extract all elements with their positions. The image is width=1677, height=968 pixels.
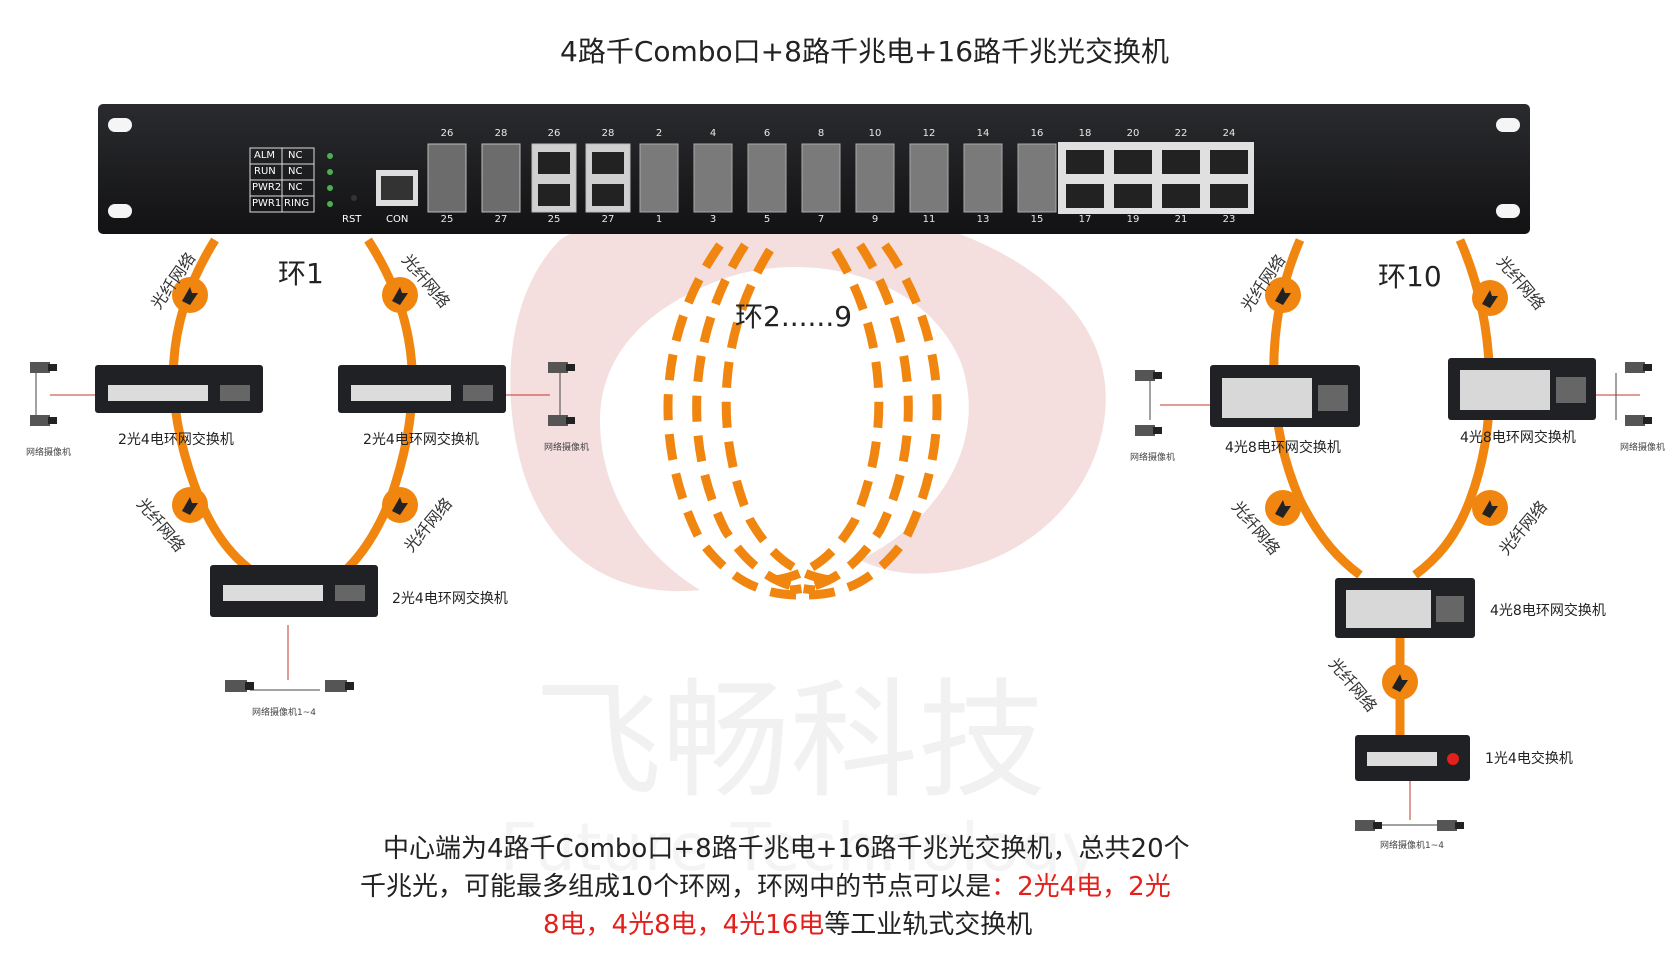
status-label-pwr2: PWR2 — [252, 182, 282, 193]
port-number: 10 — [868, 128, 882, 139]
watermark-en: Future Technology — [500, 809, 1101, 886]
description-line-3: 8电，4光8电，4光16电等工业轨式交换机 — [543, 906, 1032, 944]
port-number: 6 — [763, 128, 771, 139]
port-number: 14 — [976, 128, 990, 139]
description-text: 等工业轨式交换机 — [824, 910, 1033, 940]
ring-mid-dashed — [774, 247, 884, 585]
port-number: 26 — [440, 128, 454, 139]
port-number: 8 — [817, 128, 825, 139]
switch-4g8e-icon — [1210, 365, 1360, 427]
port-number: 20 — [1126, 128, 1140, 139]
status-label-alm: ALM — [254, 150, 276, 161]
port-number: 25 — [440, 214, 454, 225]
device-label: 1光4电交换机 — [1485, 751, 1573, 767]
camera-label: 网络摄像机 — [26, 448, 72, 458]
device-label: 2光4电环网交换机 — [363, 432, 479, 448]
port-number: 15 — [1030, 214, 1044, 225]
core-switch-body — [98, 104, 1530, 234]
port-number: 3 — [709, 214, 717, 225]
port-number: 4 — [709, 128, 717, 139]
fiber-arrow-icon — [382, 277, 418, 313]
device-label: 4光8电环网交换机 — [1460, 430, 1576, 446]
camera-icons — [30, 362, 1652, 831]
description-text: 千兆光，可能最多组成10个环网，环网中的节点可以是 — [360, 872, 992, 902]
ring1-label: 环1 — [278, 257, 324, 290]
port-number: 24 — [1222, 128, 1236, 139]
page-title: 4路千Combo口+8路千兆电+16路千兆光交换机 — [560, 35, 1170, 68]
port-number: 9 — [871, 214, 879, 225]
fiber-arrow-icon — [1472, 490, 1508, 526]
ring-mid-dashed — [721, 247, 831, 585]
port-number: 22 — [1174, 128, 1188, 139]
device-label: 2光4电环网交换机 — [118, 432, 234, 448]
port-number: 2 — [655, 128, 663, 139]
device-label: 2光4电环网交换机 — [392, 591, 508, 607]
ring-mid-dashed — [804, 242, 942, 600]
port-number: 26 — [547, 128, 561, 139]
description-highlight: 8电，4光8电，4光16电 — [543, 910, 825, 940]
fiber-arrow-icon — [1265, 490, 1301, 526]
fiber-arrow-icon — [172, 487, 208, 523]
port-number: 1 — [655, 214, 663, 225]
fiber-badges — [172, 277, 1508, 700]
camera-group-label: 网络摄像机1~4 — [1380, 841, 1444, 851]
port-number: 21 — [1174, 214, 1188, 225]
port-number: 5 — [763, 214, 771, 225]
status-value-3: NC — [288, 182, 303, 193]
camera-label: 网络摄像机 — [1130, 453, 1176, 463]
status-label-run: RUN — [254, 166, 276, 177]
description-line-1: 中心端为4路千Combo口+8路千兆电+16路千兆光交换机，总共20个 — [383, 830, 1190, 868]
port-number: 28 — [601, 128, 615, 139]
fiber-arrow-icon — [1265, 277, 1301, 313]
fiber-arrow-icon — [1472, 280, 1508, 316]
port-number: 28 — [494, 128, 508, 139]
port-number: 17 — [1078, 214, 1092, 225]
switch-2g4e-icon — [210, 565, 378, 617]
description-highlight: ：2光4电，2光 — [991, 872, 1171, 902]
switch-2g4e-icon — [95, 365, 263, 413]
camera-label: 网络摄像机 — [544, 443, 590, 453]
switch-4g8e-icon — [1448, 358, 1596, 420]
port-number: 16 — [1030, 128, 1044, 139]
con-label: CON — [386, 214, 409, 225]
ring-mid-dashed — [663, 242, 801, 600]
status-label-pwr1: PWR1 — [252, 198, 282, 209]
fiber-arrow-icon — [382, 487, 418, 523]
rst-label: RST — [342, 214, 362, 225]
port-number: 7 — [817, 214, 825, 225]
ring-mid-label: 环2......9 — [735, 300, 853, 333]
port-number: 25 — [547, 214, 561, 225]
port-number: 18 — [1078, 128, 1092, 139]
port-number: 27 — [601, 214, 615, 225]
port-number: 19 — [1126, 214, 1140, 225]
switch-1g4e-icon — [1355, 735, 1470, 781]
status-value-1: NC — [288, 150, 303, 161]
fiber-arrow-icon — [1382, 664, 1418, 700]
camera-label: 网络摄像机 — [1620, 443, 1666, 453]
switch-2g4e-icon — [338, 365, 506, 413]
status-value-4: RING — [284, 198, 310, 209]
description-text: 中心端为4路千Combo口+8路千兆电+16路千兆光交换机，总共20个 — [383, 834, 1190, 864]
port-number: 27 — [494, 214, 508, 225]
status-value-2: NC — [288, 166, 303, 177]
ring10-label: 环10 — [1378, 260, 1442, 293]
port-number: 11 — [922, 214, 936, 225]
ring-mid-dashed — [789, 242, 913, 595]
camera-group-label: 网络摄像机1~4 — [252, 708, 316, 718]
device-label: 4光8电环网交换机 — [1490, 603, 1606, 619]
description-line-2: 千兆光，可能最多组成10个环网，环网中的节点可以是：2光4电，2光 — [360, 868, 1171, 906]
switch-4g8e-icon — [1335, 578, 1475, 638]
ring-mid-dashed — [692, 242, 816, 595]
port-number: 12 — [922, 128, 936, 139]
watermark-cn: 飞畅科技 — [534, 667, 1046, 816]
port-number: 23 — [1222, 214, 1236, 225]
device-label: 4光8电环网交换机 — [1225, 440, 1341, 456]
core-switch: ALM RUN PWR2 PWR1 NC NC NC RING RST CON … — [98, 104, 1530, 234]
port-number: 13 — [976, 214, 990, 225]
fiber-arrow-icon — [172, 277, 208, 313]
